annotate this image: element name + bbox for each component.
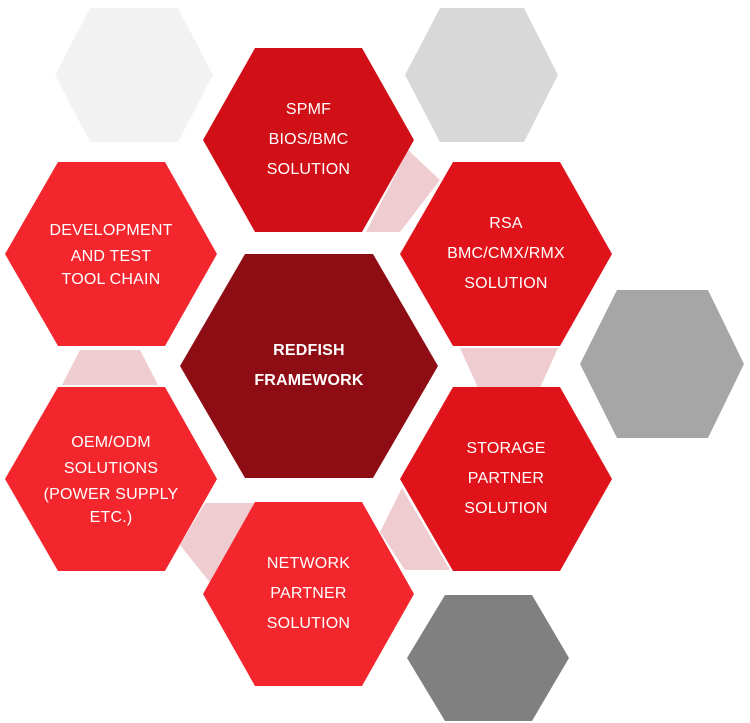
dev-line-2: AND TEST: [70, 248, 152, 265]
oem-line-2: SOLUTIONS: [63, 460, 159, 477]
label-network: NETWORK PARTNER SOLUTION: [203, 502, 414, 686]
network-line-3: SOLUTION: [266, 615, 351, 632]
network-line-1: NETWORK: [266, 555, 351, 572]
oem-line-3: (POWER SUPPLY: [43, 486, 179, 503]
rsa-line-1: RSA: [489, 215, 523, 232]
label-rsa: RSA BMC/CMX/RMX SOLUTION: [400, 162, 612, 346]
hexagon-spmf: [203, 48, 414, 232]
grey-hexagon-right: [580, 290, 744, 438]
storage-line-2: PARTNER: [467, 470, 545, 487]
hexagon-network: [203, 502, 414, 686]
label-spmf: SPMF BIOS/BMC SOLUTION: [203, 48, 414, 232]
dev-line-3: TOOL CHAIN: [61, 271, 161, 288]
hexagon-rsa: [400, 162, 612, 346]
oem-line-1: OEM/ODM: [71, 434, 151, 451]
rsa-line-2: BMC/CMX/RMX: [447, 245, 565, 262]
connector-oem-network: [180, 503, 255, 585]
connector-network-storage: [380, 488, 450, 570]
hexagon-oem: [5, 387, 217, 571]
hexagon-storage: [400, 387, 612, 571]
center-line-1: REDFISH: [273, 342, 345, 359]
dev-line-1: DEVELOPMENT: [49, 222, 173, 239]
grey-hexagon-top-left: [55, 8, 213, 142]
hexagon-center: [180, 254, 438, 478]
center-line-2: FRAMEWORK: [254, 372, 364, 389]
label-center: REDFISH FRAMEWORK: [180, 254, 438, 478]
label-dev: DEVELOPMENT AND TEST TOOL CHAIN: [5, 162, 217, 346]
connector-rsa-storage: [460, 348, 558, 388]
connector-dev-oem: [62, 350, 158, 385]
storage-line-1: STORAGE: [466, 440, 546, 457]
hexagon-dev: [5, 162, 217, 346]
spmf-line-2: BIOS/BMC: [268, 131, 349, 148]
storage-line-3: SOLUTION: [464, 500, 548, 517]
grey-hexagon-top-right: [405, 8, 558, 142]
grey-hexagon-bottom-right: [407, 595, 569, 721]
connector-spmf-rsa: [366, 150, 440, 232]
label-storage: STORAGE PARTNER SOLUTION: [400, 387, 612, 571]
spmf-line-1: SPMF: [285, 101, 332, 118]
network-line-2: PARTNER: [270, 585, 347, 602]
rsa-line-3: SOLUTION: [464, 275, 548, 292]
oem-line-4: ETC.): [89, 509, 133, 526]
spmf-line-3: SOLUTION: [266, 161, 351, 178]
label-oem: OEM/ODM SOLUTIONS (POWER SUPPLY ETC.): [5, 387, 217, 571]
